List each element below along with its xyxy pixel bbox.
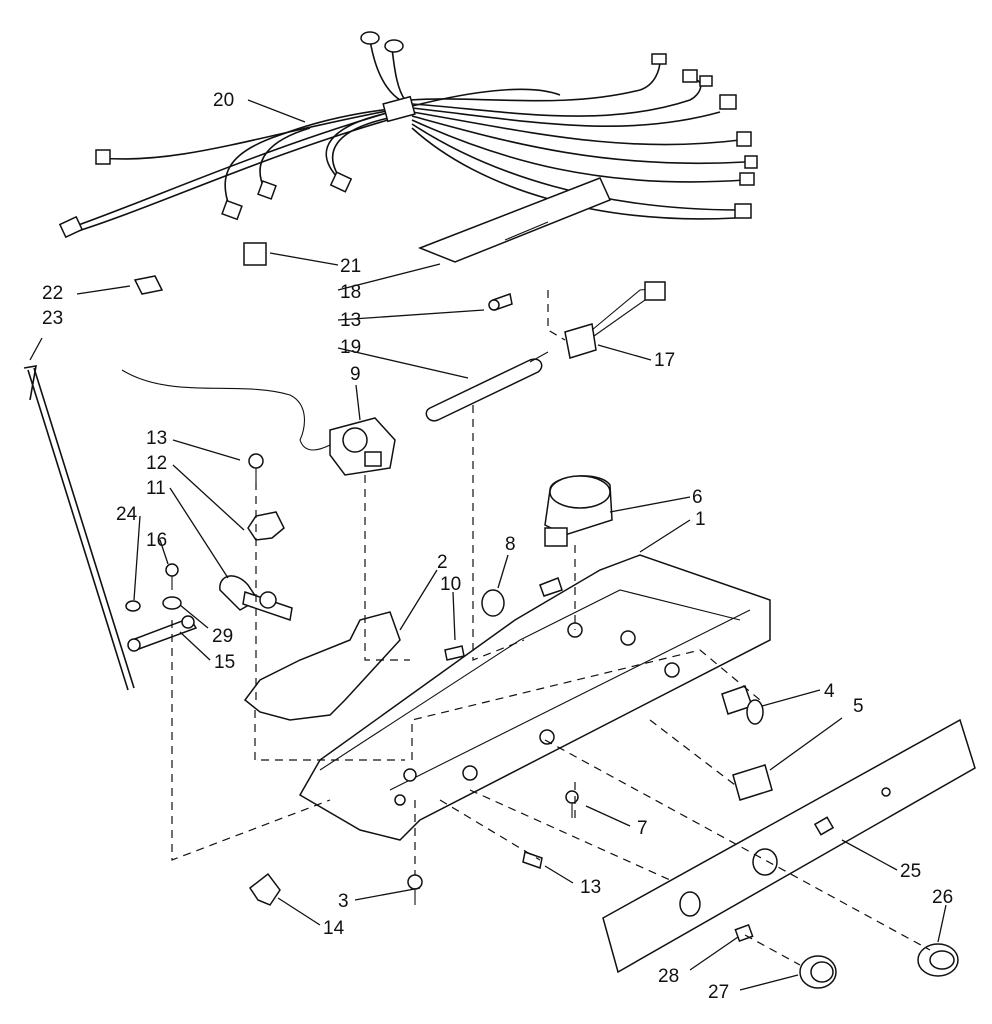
light-socket-19 [425,351,549,422]
control-panel-25 [602,718,976,974]
callout-7-screw: 7 [637,818,648,839]
callout-2-mounting-plate: 2 [437,552,448,573]
assembly-lines [171,405,931,966]
part-28 [734,924,754,942]
callout-19-light-socket: 19 [340,337,361,358]
callout-25-panel: 25 [900,861,921,882]
wire-harness [58,31,758,239]
callout-labels: 20 21 18 13 19 17 9 22 23 13 12 11 24 16… [42,90,953,1003]
knob-26 [917,943,959,977]
callout-24-washer: 24 [116,504,138,525]
callout-13-screw: 13 [340,310,361,331]
bracket-12 [247,511,285,541]
screw-13-left [248,453,264,482]
callout-21: 21 [340,256,361,277]
callout-20-wire-harness: 20 [213,90,234,111]
callout-9-thermostat: 9 [350,364,361,385]
part-21 [243,242,267,266]
callout-6-timer: 6 [692,487,703,508]
callout-13-screw: 13 [580,877,601,898]
damper-control-11 [219,575,293,621]
callout-13-screw: 13 [146,428,167,449]
mounting-plate-2 [243,611,401,721]
part-22 [133,275,164,295]
clip-14 [248,872,281,906]
callout-12-bracket: 12 [146,453,167,474]
callout-1-control-housing: 1 [695,509,706,530]
thermostat-9 [121,369,396,476]
callout-4-switch: 4 [824,681,835,702]
light-cover [417,177,612,263]
callout-18-cover: 18 [340,282,361,303]
callout-5-switch: 5 [853,696,864,717]
callout-10-screw: 10 [440,574,461,595]
rod-23 [23,365,135,691]
switch-5 [732,764,773,801]
callout-28: 28 [658,966,679,987]
callout-14-clip: 14 [323,918,345,939]
switch-4 [721,685,764,725]
callout-17-capacitor: 17 [654,350,675,371]
callout-23-rod: 23 [42,308,63,329]
washer-24 [125,600,141,612]
callout-22: 22 [42,283,63,304]
capacitor-17 [547,281,666,359]
screw-7 [565,790,579,818]
plug-8 [481,589,505,617]
callout-15-lever: 15 [214,652,235,673]
control-housing-1 [298,554,771,841]
callout-11-damper-control: 11 [146,478,166,499]
lever-15 [127,615,198,652]
callout-16-screw: 16 [146,530,167,551]
screw-13-lower [522,851,543,869]
knob-27 [799,955,837,989]
callout-27-knob: 27 [708,982,729,1003]
callout-29: 29 [212,626,233,647]
timer-6 [544,475,613,547]
callout-8-plug: 8 [505,534,516,555]
callout-26-knob: 26 [932,887,953,908]
screw-13-upper [488,293,513,311]
washer-29 [162,596,182,610]
leader-arrows [29,99,947,991]
callout-3-screw: 3 [338,891,349,912]
screw-16 [165,563,179,590]
